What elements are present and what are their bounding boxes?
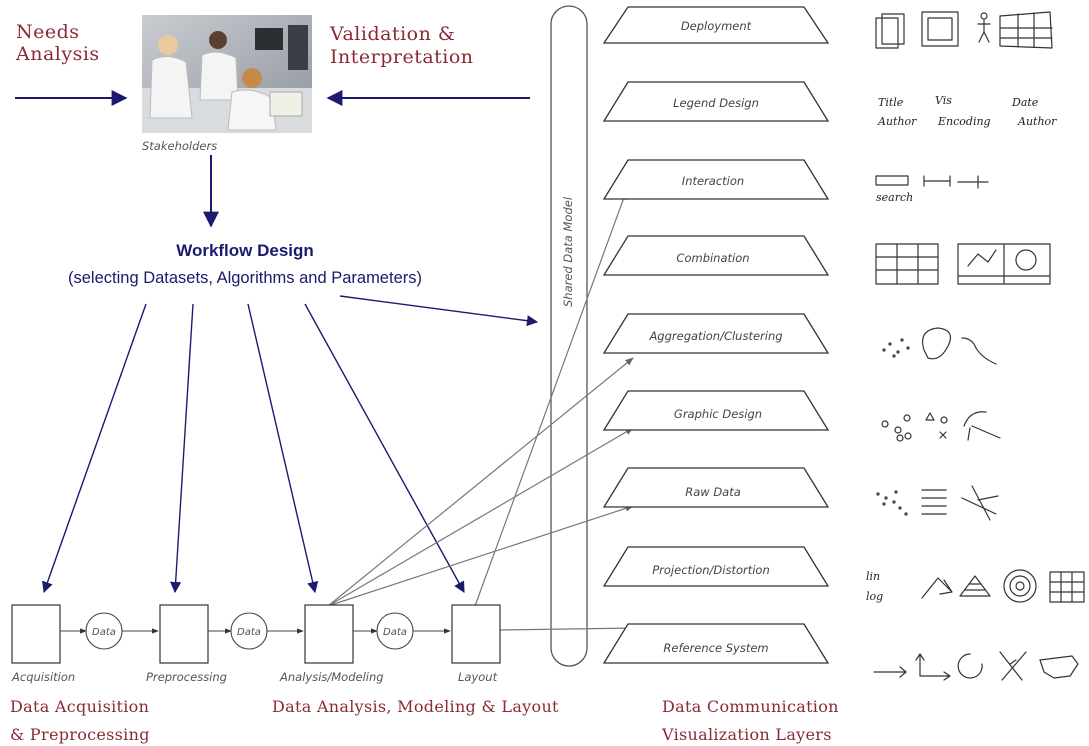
svg-text:Aggregation/Clustering: Aggregation/Clustering xyxy=(648,329,782,343)
svg-text:Vis: Vis xyxy=(935,94,952,107)
stakeholders-caption: Stakeholders xyxy=(142,139,217,153)
layer-legend-design: Legend Design xyxy=(602,81,830,122)
shared-data-model-label: Shared Data Model xyxy=(561,196,575,307)
layer-deployment: Deployment xyxy=(602,6,830,44)
sketch-graphic-design xyxy=(881,411,1001,442)
layer-reference-system: Reference System xyxy=(602,623,830,664)
sketch-legend: Title Vis Date Author Encoding Author xyxy=(877,94,1057,128)
svg-text:Graphic Design: Graphic Design xyxy=(674,407,762,421)
svg-text:Data: Data xyxy=(92,627,116,638)
analysis-box xyxy=(304,604,354,664)
layer-combination: Combination xyxy=(602,235,830,276)
layer-raw-data: Raw Data xyxy=(602,467,830,508)
svg-text:Interaction: Interaction xyxy=(682,174,744,188)
communication-phase-label: Data Communication Visualization Layers xyxy=(661,697,844,744)
svg-text:Title: Title xyxy=(878,96,904,109)
workflow-title: Workflow Design xyxy=(176,241,314,260)
sketch-projection: lin log xyxy=(866,569,1085,603)
svg-text:Raw Data: Raw Data xyxy=(685,485,741,499)
sketch-combination xyxy=(875,243,1051,285)
layout-box xyxy=(451,604,501,664)
svg-text:Combination: Combination xyxy=(676,251,749,265)
svg-text:Date: Date xyxy=(1011,96,1039,109)
svg-text:Author: Author xyxy=(877,115,917,128)
step-label-preprocessing: Preprocessing xyxy=(146,670,227,684)
sketch-raw-data xyxy=(876,485,999,521)
step-label-analysis: Analysis/Modeling xyxy=(279,670,384,684)
sketch-aggregation xyxy=(882,327,997,365)
workflow-subtitle: (selecting Datasets, Algorithms and Para… xyxy=(68,269,422,287)
data-node-3 xyxy=(376,612,414,650)
svg-text:Data: Data xyxy=(383,627,407,638)
svg-text:lin: lin xyxy=(866,570,880,583)
layer-projection-distortion: Projection/Distortion xyxy=(602,546,830,587)
svg-text:Data: Data xyxy=(237,627,261,638)
step-label-layout: Layout xyxy=(458,670,498,684)
svg-text:Encoding: Encoding xyxy=(937,115,991,128)
layer-interaction: Interaction xyxy=(602,159,830,200)
svg-text:Projection/Distortion: Projection/Distortion xyxy=(652,563,770,577)
workflow-arrows xyxy=(42,295,539,594)
stakeholders-photo xyxy=(142,15,312,133)
svg-text:search: search xyxy=(876,191,913,204)
validation-label: Validation & Interpretation xyxy=(329,23,474,68)
sketch-reference-system xyxy=(873,651,1079,681)
svg-text:Reference System: Reference System xyxy=(663,641,768,655)
data-node-1 xyxy=(85,612,123,650)
layer-graphic-design: Graphic Design xyxy=(602,390,830,431)
svg-text:Deployment: Deployment xyxy=(681,19,752,33)
shared-data-model: Shared Data Model xyxy=(550,5,588,667)
layer-arrows xyxy=(327,191,637,632)
visualization-layers: Deployment Legend Design Interaction Com… xyxy=(602,6,830,664)
data-node-2 xyxy=(230,612,268,650)
svg-text:log: log xyxy=(866,590,883,603)
step-label-acquisition: Acquisition xyxy=(11,670,75,684)
svg-text:Legend Design: Legend Design xyxy=(673,96,759,110)
layer-aggregation-clustering: Aggregation/Clustering xyxy=(602,313,830,354)
sketches: Title Vis Date Author Encoding Author se… xyxy=(866,11,1085,681)
sketch-deployment xyxy=(875,11,1053,49)
preprocessing-box xyxy=(159,604,209,664)
pipeline: Data Data Data Acquisition Preprocessing… xyxy=(11,604,501,684)
acquisition-phase-label: Data Acquisition & Preprocessing xyxy=(10,697,155,744)
acquisition-box xyxy=(11,604,61,664)
svg-text:Author: Author xyxy=(1017,115,1057,128)
analysis-phase-label: Data Analysis, Modeling & Layout xyxy=(272,697,559,716)
sketch-interaction: search xyxy=(875,175,989,204)
needs-analysis-label: Needs Analysis xyxy=(15,21,100,65)
